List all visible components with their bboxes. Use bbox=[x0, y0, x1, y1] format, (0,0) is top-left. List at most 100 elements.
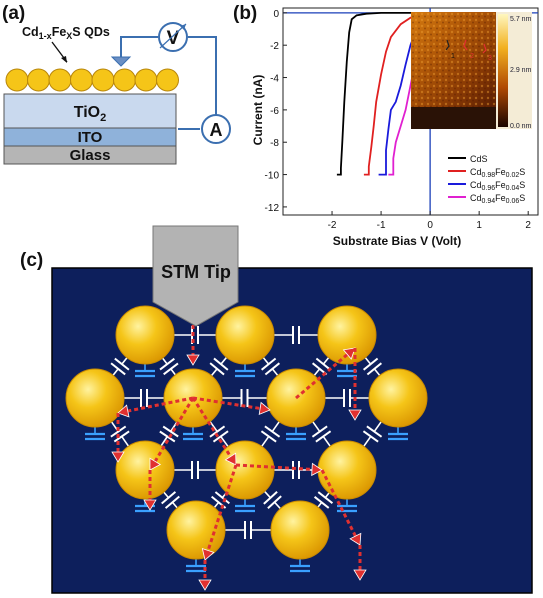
quantum-dot bbox=[115, 305, 175, 365]
charge-arrow bbox=[191, 397, 232, 458]
panel-label-b: (b) bbox=[233, 3, 258, 24]
quantum-dot bbox=[27, 68, 50, 92]
afm-marker-path-3 bbox=[482, 43, 487, 54]
capacitor-icon bbox=[366, 362, 383, 376]
quantum-dot bbox=[91, 68, 115, 92]
afm-scale-bar bbox=[498, 14, 508, 127]
y-axis-label: Current (nA) bbox=[251, 75, 265, 146]
quantum-dot bbox=[113, 68, 136, 92]
wire-right bbox=[188, 36, 217, 118]
arrowhead-icon bbox=[349, 532, 362, 546]
arrowhead-icon bbox=[258, 401, 271, 416]
capacitor-icon bbox=[264, 362, 281, 376]
stm-tip-label: STM Tip bbox=[161, 262, 231, 282]
quantum-dot bbox=[317, 305, 377, 365]
afm-scale-min: 0.0 nm bbox=[510, 123, 532, 130]
capacitor-icon bbox=[209, 362, 225, 376]
layer-ito-label: ITO bbox=[78, 129, 103, 146]
y-tick-label: -4 bbox=[270, 74, 279, 85]
quantum-dot bbox=[65, 368, 125, 428]
probe-tip-icon bbox=[110, 56, 132, 67]
afm-marker-3: 3 bbox=[488, 55, 492, 62]
qd-pointer-head bbox=[61, 56, 67, 63]
arrowhead-icon bbox=[342, 347, 356, 360]
panel-label-c: (c) bbox=[20, 250, 44, 271]
quantum-dot bbox=[5, 68, 29, 92]
capacitor-icon bbox=[317, 491, 334, 504]
quantum-dot bbox=[156, 68, 179, 92]
capacitor-icon bbox=[110, 362, 126, 376]
layer-glass bbox=[3, 145, 177, 165]
afm-image-bottom bbox=[411, 107, 496, 129]
capacitor-icon bbox=[311, 425, 328, 438]
afm-marker-path-2 bbox=[463, 39, 468, 51]
arrowhead-icon bbox=[198, 579, 212, 591]
arrowhead-icon bbox=[353, 569, 367, 581]
afm-marker-2: 2 bbox=[470, 53, 474, 60]
capacitor-icon bbox=[161, 491, 177, 505]
quantum-dot bbox=[317, 440, 377, 500]
chart-legend: CdSCd0.98Fe0.02SCd0.96Fe0.04SCd0.94Fe0.0… bbox=[448, 154, 525, 205]
capacitor-icon bbox=[366, 425, 383, 438]
y-tick-label: -10 bbox=[265, 171, 280, 182]
capacitor-icon bbox=[214, 491, 231, 505]
capacitor-icon bbox=[159, 357, 175, 371]
capacitor-icon bbox=[213, 357, 229, 371]
arrowhead-icon bbox=[149, 457, 162, 471]
quantum-dot bbox=[270, 500, 330, 560]
quantum-dot bbox=[215, 305, 275, 365]
charge-arrow bbox=[153, 397, 195, 463]
quantum-dot bbox=[48, 68, 72, 92]
capacitor-icon bbox=[315, 357, 332, 371]
charge-arrow bbox=[320, 469, 357, 537]
arrowhead-icon bbox=[143, 499, 157, 511]
capacitor-icon bbox=[260, 430, 277, 443]
x-tick-label: 1 bbox=[476, 220, 482, 231]
arrowhead-icon bbox=[117, 404, 130, 418]
arrowhead-icon bbox=[224, 452, 237, 466]
capacitor-icon bbox=[313, 496, 330, 509]
stm-tip-icon bbox=[152, 225, 239, 327]
x-axis-label: Substrate Bias V (Volt) bbox=[333, 234, 461, 248]
y-tick-label: 0 bbox=[273, 9, 279, 20]
panel-label-a: (a) bbox=[2, 3, 26, 24]
y-tick-label: -2 bbox=[270, 41, 279, 52]
capacitor-icon bbox=[162, 425, 179, 438]
capacitor-icon bbox=[267, 495, 282, 510]
charge-arrow bbox=[235, 463, 313, 471]
capacitor-icon bbox=[163, 362, 179, 376]
quantum-dot bbox=[215, 440, 275, 500]
capacitor-icon bbox=[315, 430, 332, 443]
voltmeter-arrowhead bbox=[180, 24, 186, 30]
capacitor-icon bbox=[164, 495, 180, 509]
quantum-dot bbox=[115, 440, 175, 500]
x-tick-label: 0 bbox=[427, 220, 433, 231]
wire-left bbox=[120, 36, 158, 57]
capacitor-icon bbox=[114, 357, 130, 371]
quantum-dot bbox=[134, 68, 158, 92]
charge-arrow bbox=[192, 396, 261, 410]
legend-entry: Cd0.94Fe0.06S bbox=[470, 193, 525, 205]
capacitor-icon bbox=[260, 357, 277, 371]
x-tick-label: 2 bbox=[525, 220, 531, 231]
capacitor-icon bbox=[362, 357, 379, 371]
y-tick-label: -6 bbox=[270, 106, 279, 117]
arrowhead-icon bbox=[111, 451, 125, 463]
charge-arrow bbox=[206, 464, 238, 551]
charge-arrows bbox=[111, 318, 367, 591]
voltmeter-arrow bbox=[159, 23, 187, 49]
y-tick-label: -12 bbox=[265, 203, 280, 214]
afm-scale-mid: 2.9 nm bbox=[510, 67, 532, 74]
quantum-dot bbox=[70, 68, 93, 92]
afm-texture bbox=[411, 12, 496, 107]
plot-frame bbox=[282, 7, 539, 216]
ammeter-label: A bbox=[210, 120, 223, 140]
quantum-dot bbox=[166, 500, 226, 560]
arrowhead-icon bbox=[201, 548, 215, 561]
ammeter-icon bbox=[201, 114, 231, 144]
capacitor-icon bbox=[263, 490, 278, 505]
legend-entry: Cd0.98Fe0.02S bbox=[470, 167, 525, 179]
layer-glass-label: Glass bbox=[70, 147, 111, 164]
